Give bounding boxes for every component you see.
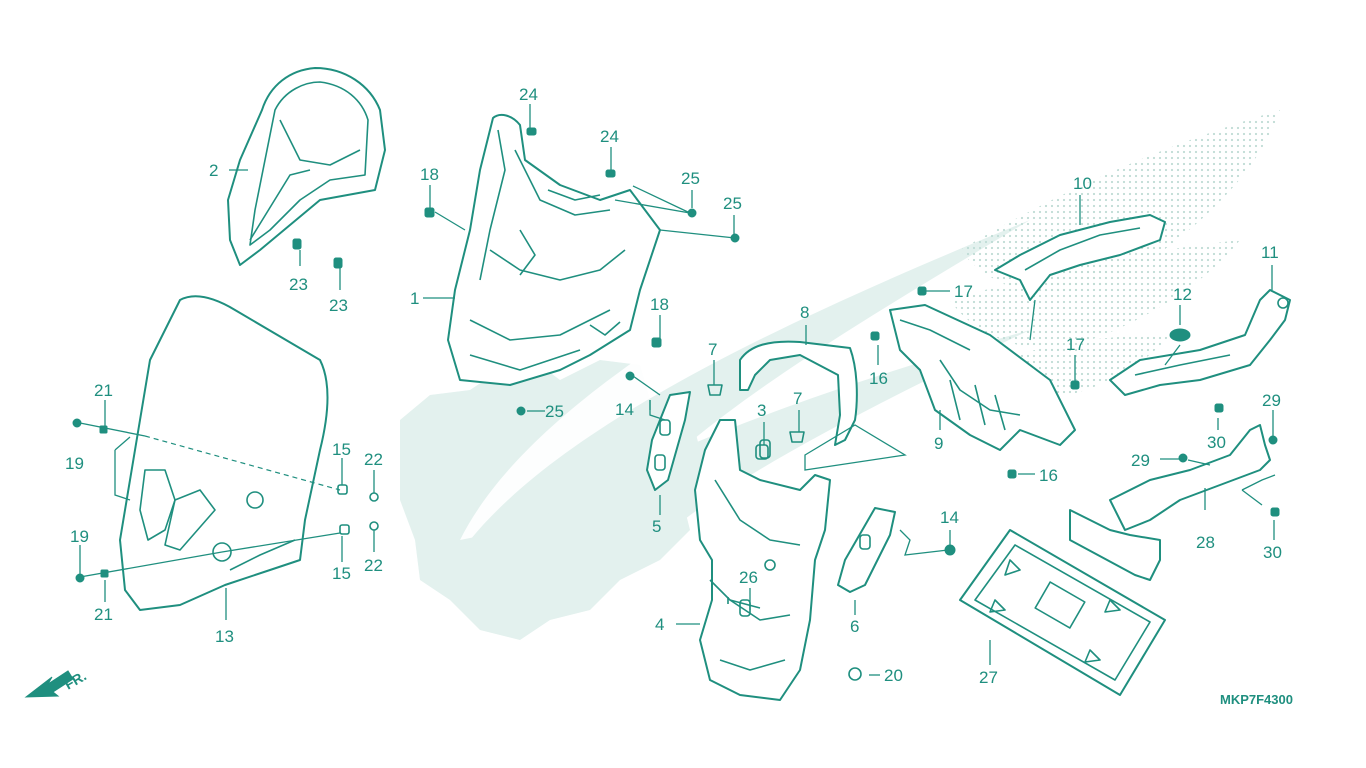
part-25-clips bbox=[516, 208, 740, 416]
callout-18: 18 bbox=[420, 165, 439, 184]
callout-4: 4 bbox=[655, 615, 664, 634]
part-17-screws bbox=[917, 286, 1080, 390]
callout-22: 22 bbox=[364, 450, 383, 469]
diagram-code: MKP7F4300 bbox=[1220, 692, 1293, 707]
callout-29: 29 bbox=[1262, 391, 1281, 410]
part-15-nuts bbox=[337, 484, 350, 535]
callout-25: 25 bbox=[681, 169, 700, 188]
callout-26: 26 bbox=[739, 568, 758, 587]
callout-14: 14 bbox=[615, 400, 634, 419]
part-24-clips bbox=[526, 127, 616, 178]
callout-25: 25 bbox=[723, 194, 742, 213]
callout-18: 18 bbox=[650, 295, 669, 314]
callout-30: 30 bbox=[1207, 433, 1226, 452]
part-9-meter-case bbox=[889, 304, 1076, 451]
callout-28: 28 bbox=[1196, 533, 1215, 552]
part-23-clips bbox=[292, 238, 343, 269]
leader-lines bbox=[79, 104, 1275, 676]
callout-9: 9 bbox=[934, 434, 943, 453]
callout-14: 14 bbox=[940, 508, 959, 527]
callout-12: 12 bbox=[1173, 285, 1192, 304]
callout-17: 17 bbox=[1066, 335, 1085, 354]
part-3-collar bbox=[755, 444, 769, 460]
callout-15: 15 bbox=[332, 440, 351, 459]
part-2-top-cover bbox=[227, 67, 386, 266]
callout-16: 16 bbox=[869, 369, 888, 388]
part-12-grommet bbox=[1169, 328, 1191, 342]
callout-24: 24 bbox=[600, 127, 619, 146]
part-22-washers bbox=[369, 492, 379, 531]
callout-5: 5 bbox=[652, 517, 661, 536]
part-10-cover bbox=[994, 214, 1166, 301]
part-5-bracket bbox=[646, 391, 691, 491]
callout-30: 30 bbox=[1263, 543, 1282, 562]
callout-19: 19 bbox=[70, 527, 89, 546]
callout-13: 13 bbox=[215, 627, 234, 646]
part-16-screws bbox=[870, 331, 1017, 479]
callout-24: 24 bbox=[519, 85, 538, 104]
callout-21: 21 bbox=[94, 605, 113, 624]
callout-7: 7 bbox=[708, 340, 717, 359]
callout-6: 6 bbox=[850, 617, 859, 636]
part-13-windscreen bbox=[119, 295, 329, 611]
part-11-panel bbox=[1109, 289, 1291, 396]
callout-19: 19 bbox=[65, 454, 84, 473]
part-1-front-cowl bbox=[447, 113, 661, 386]
part-6-bracket bbox=[837, 507, 896, 593]
callout-27: 27 bbox=[979, 668, 998, 687]
part-19-screws bbox=[72, 418, 85, 583]
callout-1: 1 bbox=[410, 289, 419, 308]
callout-29: 29 bbox=[1131, 451, 1150, 470]
part-4-stay bbox=[694, 419, 831, 701]
front-direction-label: FR. bbox=[62, 667, 90, 692]
callout-23: 23 bbox=[289, 275, 308, 294]
callout-labels: 2 23 23 1 18 24 24 25 25 18 25 21 19 15 … bbox=[65, 85, 1282, 687]
front-direction-arrow: FR. bbox=[24, 667, 90, 698]
callout-15: 15 bbox=[332, 564, 351, 583]
callout-10: 10 bbox=[1073, 174, 1092, 193]
callout-20: 20 bbox=[884, 666, 903, 685]
part-27-plate bbox=[959, 529, 1166, 696]
callout-22: 22 bbox=[364, 556, 383, 575]
callout-23: 23 bbox=[329, 296, 348, 315]
callout-21: 21 bbox=[94, 381, 113, 400]
part-20-nut bbox=[848, 667, 862, 681]
part-30-nuts bbox=[1214, 403, 1280, 517]
part-29-bolts bbox=[1178, 435, 1278, 463]
callout-2: 2 bbox=[209, 161, 218, 180]
callout-25: 25 bbox=[545, 402, 564, 421]
part-26-bolt bbox=[727, 597, 761, 609]
callout-8: 8 bbox=[800, 303, 809, 322]
callout-3: 3 bbox=[757, 401, 766, 420]
part-28-bracket bbox=[1069, 424, 1271, 581]
part-8-pipe bbox=[739, 340, 858, 446]
part-21-washers bbox=[99, 425, 109, 578]
callout-11: 11 bbox=[1261, 243, 1279, 262]
part-18-screws bbox=[424, 207, 662, 348]
callout-7: 7 bbox=[793, 389, 802, 408]
callout-16: 16 bbox=[1039, 466, 1058, 485]
callout-17: 17 bbox=[954, 282, 973, 301]
